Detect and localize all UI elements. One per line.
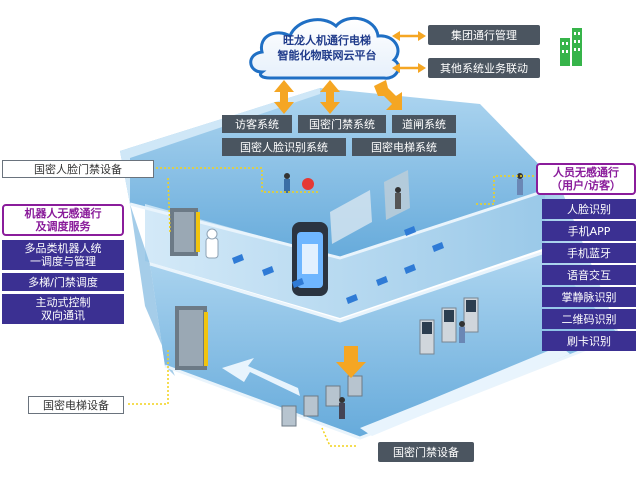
elevator-device-upper (170, 208, 200, 256)
cloud-title-line1: 旺龙人机通行电梯 (283, 34, 371, 47)
face-access-device-label: 国密人脸门禁设备 (2, 160, 154, 178)
access-device-label-bottom: 国密门禁设备 (378, 442, 474, 462)
elevator-device-lower (175, 306, 208, 370)
face-terminal (292, 222, 328, 296)
robot-service-title: 机器人无感通行 及调度服务 (2, 204, 124, 236)
people-lower (339, 321, 465, 419)
method-mobile-app: 手机APP (542, 221, 636, 241)
cloud-link-arrows (274, 80, 402, 114)
method-bluetooth: 手机蓝牙 (542, 243, 636, 263)
flow-arrows-upper (232, 226, 444, 304)
method-palm-vein: 掌静脉识别 (542, 287, 636, 307)
personnel-passage-title: 人员无感通行 （用户/访客） (536, 163, 636, 195)
turnstiles-lower (281, 375, 363, 427)
orange-down-arrow (336, 346, 366, 378)
access-control-system-box: 国密门禁系统 (298, 115, 386, 133)
kiosks (419, 297, 479, 355)
method-face-recognition: 人脸识别 (542, 199, 636, 219)
cloud-platform-title: 旺龙人机通行电梯 智能化物联网云平台 (268, 33, 386, 63)
robot-item-active-control: 主动式控制 双向通讯 (2, 294, 124, 324)
elevator-system-box: 国密电梯系统 (352, 138, 456, 156)
method-voice-interaction: 语音交互 (542, 265, 636, 285)
dotted-connectors (128, 167, 534, 447)
side-link-arrows (392, 31, 426, 73)
cloud-title-line2: 智能化物联网云平台 (277, 49, 377, 62)
other-systems-box: 其他系统业务联动 (428, 58, 540, 78)
barrier-gate-system-box: 道闸系统 (392, 115, 456, 133)
visitor-system-box: 访客系统 (222, 115, 292, 133)
robot-item-multi-elevator-dispatch: 多梯/门禁调度 (2, 273, 124, 291)
group-management-box: 集团通行管理 (428, 25, 540, 45)
method-qr-code: 二维码识别 (542, 309, 636, 329)
flow-arrows-lower (222, 346, 570, 436)
robot-upper (205, 228, 219, 259)
cloud-platform-shape (249, 16, 400, 80)
face-recognition-system-box: 国密人脸识别系统 (222, 138, 346, 156)
elevator-device-label: 国密电梯设备 (28, 396, 124, 414)
method-card-swipe: 刷卡识别 (542, 331, 636, 351)
building-icon (560, 28, 582, 66)
robot-item-dispatch-management: 多品类机器人统 一调度与管理 (2, 240, 124, 270)
